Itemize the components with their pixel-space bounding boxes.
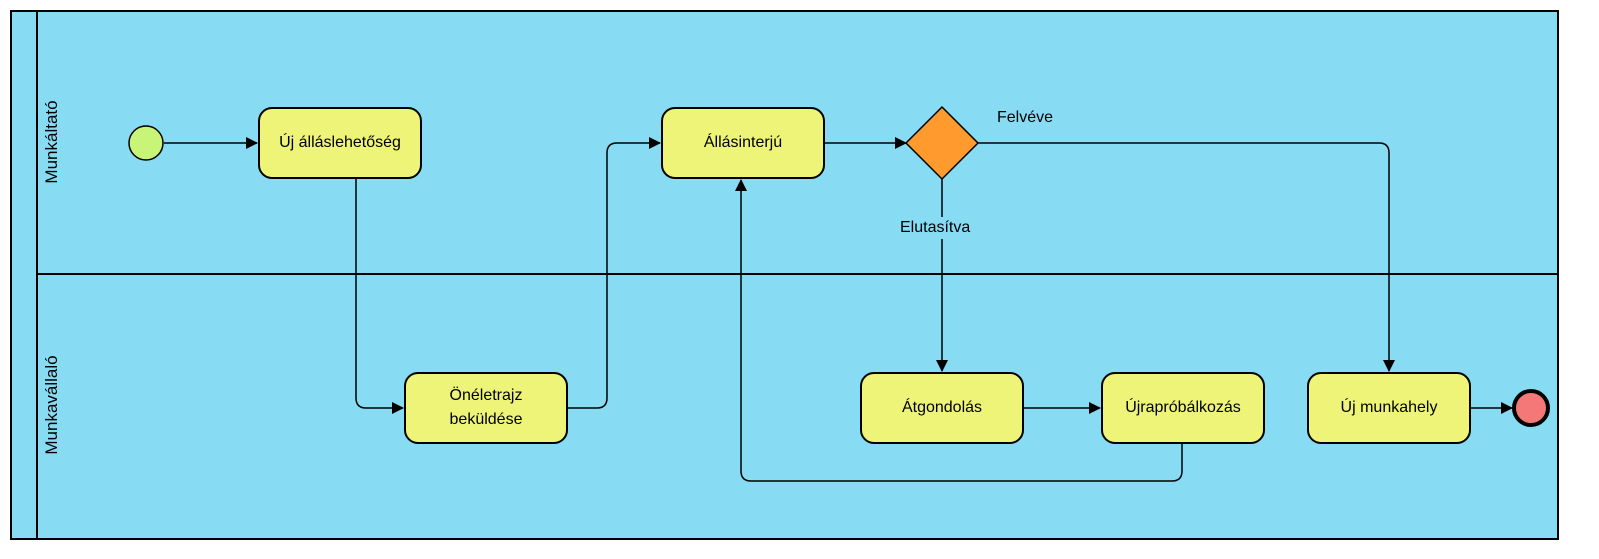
lane-divider	[37, 273, 1559, 275]
start-event[interactable]	[128, 125, 164, 161]
task-new-job-opportunity[interactable]: Új álláslehetőség	[258, 107, 422, 179]
flow-retry-to-interview[interactable]	[735, 179, 1183, 482]
task-new-workplace[interactable]: Új munkahely	[1307, 372, 1471, 444]
flow-label-rejected: Elutasítva	[898, 217, 973, 239]
flow-cv-to-interview[interactable]	[567, 137, 661, 409]
flow-hired[interactable]	[978, 142, 1395, 372]
task-reconsider[interactable]: Átgondolás	[860, 372, 1024, 444]
task-submit-cv[interactable]: Önéletrajz beküldése	[404, 372, 568, 444]
flow-opportunity-to-cv[interactable]	[355, 178, 404, 414]
task-job-interview[interactable]: Állásinterjú	[661, 107, 825, 179]
end-event[interactable]	[1512, 389, 1550, 427]
process-pool	[10, 10, 1559, 540]
lane-header-column	[10, 10, 38, 540]
task-retry[interactable]: Újrapróbálkozás	[1101, 372, 1265, 444]
decision-gateway[interactable]	[904, 105, 980, 181]
flow-label-hired: Felvéve	[997, 109, 1054, 126]
